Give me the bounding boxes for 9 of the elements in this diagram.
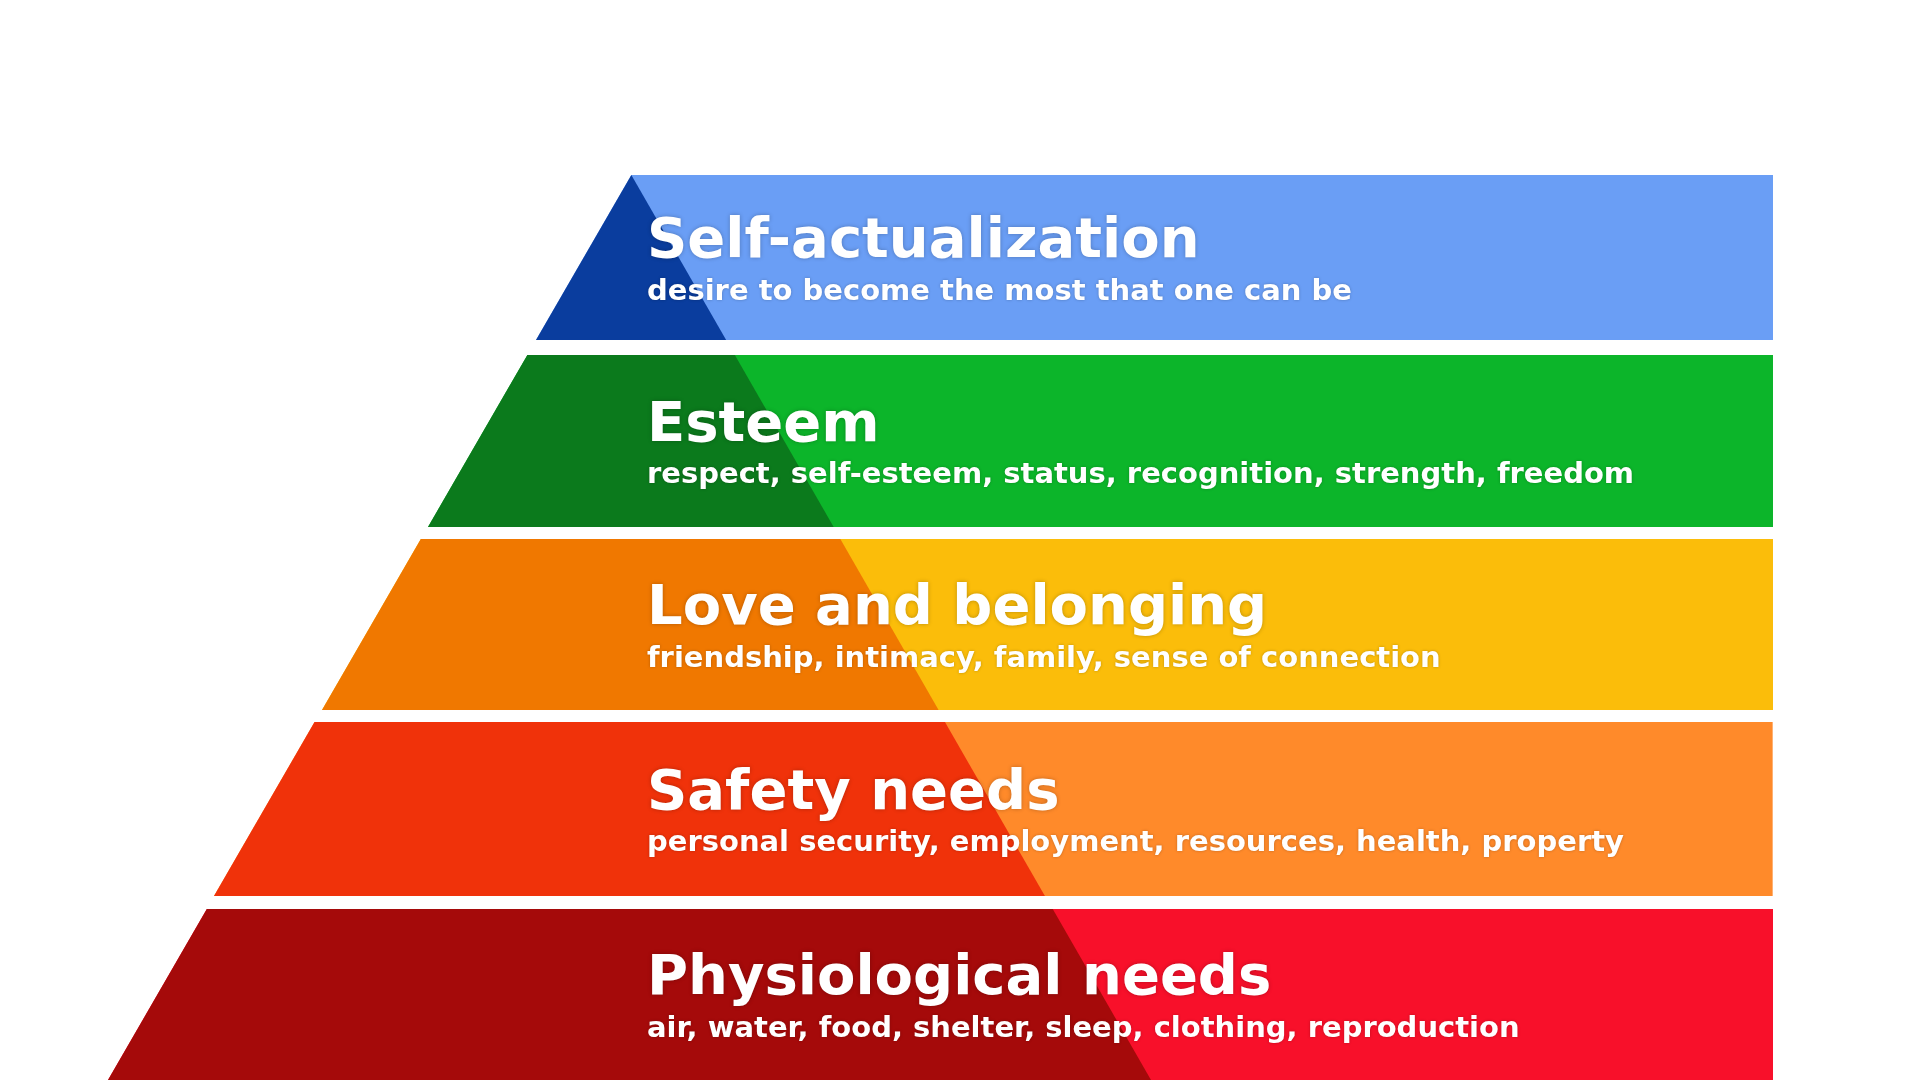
level-title: Safety needs xyxy=(647,758,1061,821)
level-title: Love and belonging xyxy=(647,574,1269,636)
level-title: Physiological needs xyxy=(647,944,1273,1006)
level-description: respect, self-esteem, status, recognition, strength, freedom xyxy=(647,456,1635,492)
level-description: air, water, food, shelter, sleep, clothing, reproduction xyxy=(647,1009,1520,1045)
level-description: friendship, intimacy, family, sense of connection xyxy=(647,639,1441,675)
level-description: desire to become the most that one can be xyxy=(647,272,1353,308)
level-title: Esteem xyxy=(647,390,881,453)
level-description: personal security, employment, resources, health, property xyxy=(647,824,1624,860)
